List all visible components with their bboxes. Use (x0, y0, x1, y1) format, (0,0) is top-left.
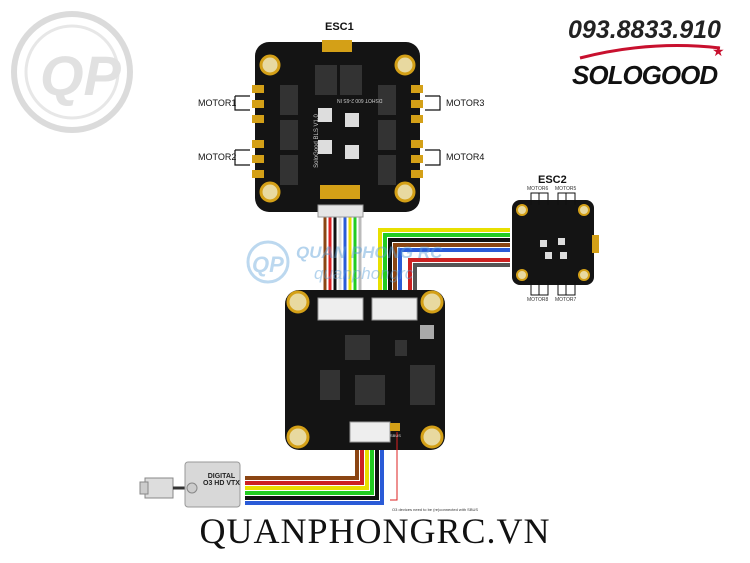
svg-text:QP: QP (252, 252, 284, 277)
esc1-board (234, 40, 441, 218)
motor3-label: MOTOR3 (446, 98, 485, 108)
flight-controller-board (285, 290, 445, 501)
qp-watermark-logo: QP (11, 11, 133, 133)
watermark-line1: QUAN PHONG RC (296, 243, 443, 262)
motor8-label: MOTOR8 (527, 297, 549, 303)
motor5-label: MOTOR5 (555, 186, 577, 192)
vtx-label-line2: O3 HD VTX (203, 480, 240, 487)
esc2-fc-wires (378, 228, 510, 300)
brand-logo: SOLOGOOD (572, 60, 718, 90)
sbus-pad-label: SBUS (390, 433, 401, 438)
svg-text:QP: QP (40, 44, 122, 107)
esc1-board-text2: DSHOT 600 2-6S IN (337, 97, 383, 103)
motor7-label: MOTOR7 (555, 297, 577, 303)
esc2-title: ESC2 (538, 174, 567, 186)
motor1-label: MOTOR1 (198, 98, 237, 108)
esc1-board-text: SoloGood BLS V1.0 (313, 114, 320, 168)
vtx-label-line1: DIGITAL (207, 473, 236, 480)
motor2-label: MOTOR2 (198, 152, 237, 162)
motor6-label: MOTOR6 (527, 186, 549, 192)
sbus-note: O3 devices need to be (re)connected with… (392, 507, 479, 512)
vtx-unit (139, 461, 241, 508)
motor4-label: MOTOR4 (446, 152, 485, 162)
vtx-label: DIGITAL O3 HD VTX (203, 473, 240, 487)
vtx-wires (245, 445, 384, 505)
watermark-line2: quanphongrc (314, 264, 414, 283)
website-footer: QUANPHONGRC.VN (199, 511, 551, 551)
phone-number: 093.8833.910 (568, 16, 721, 44)
esc2-board (512, 192, 599, 296)
esc1-title: ESC1 (325, 21, 354, 33)
esc1-fc-wires (323, 215, 362, 298)
center-watermark-logo: QP (246, 240, 290, 284)
